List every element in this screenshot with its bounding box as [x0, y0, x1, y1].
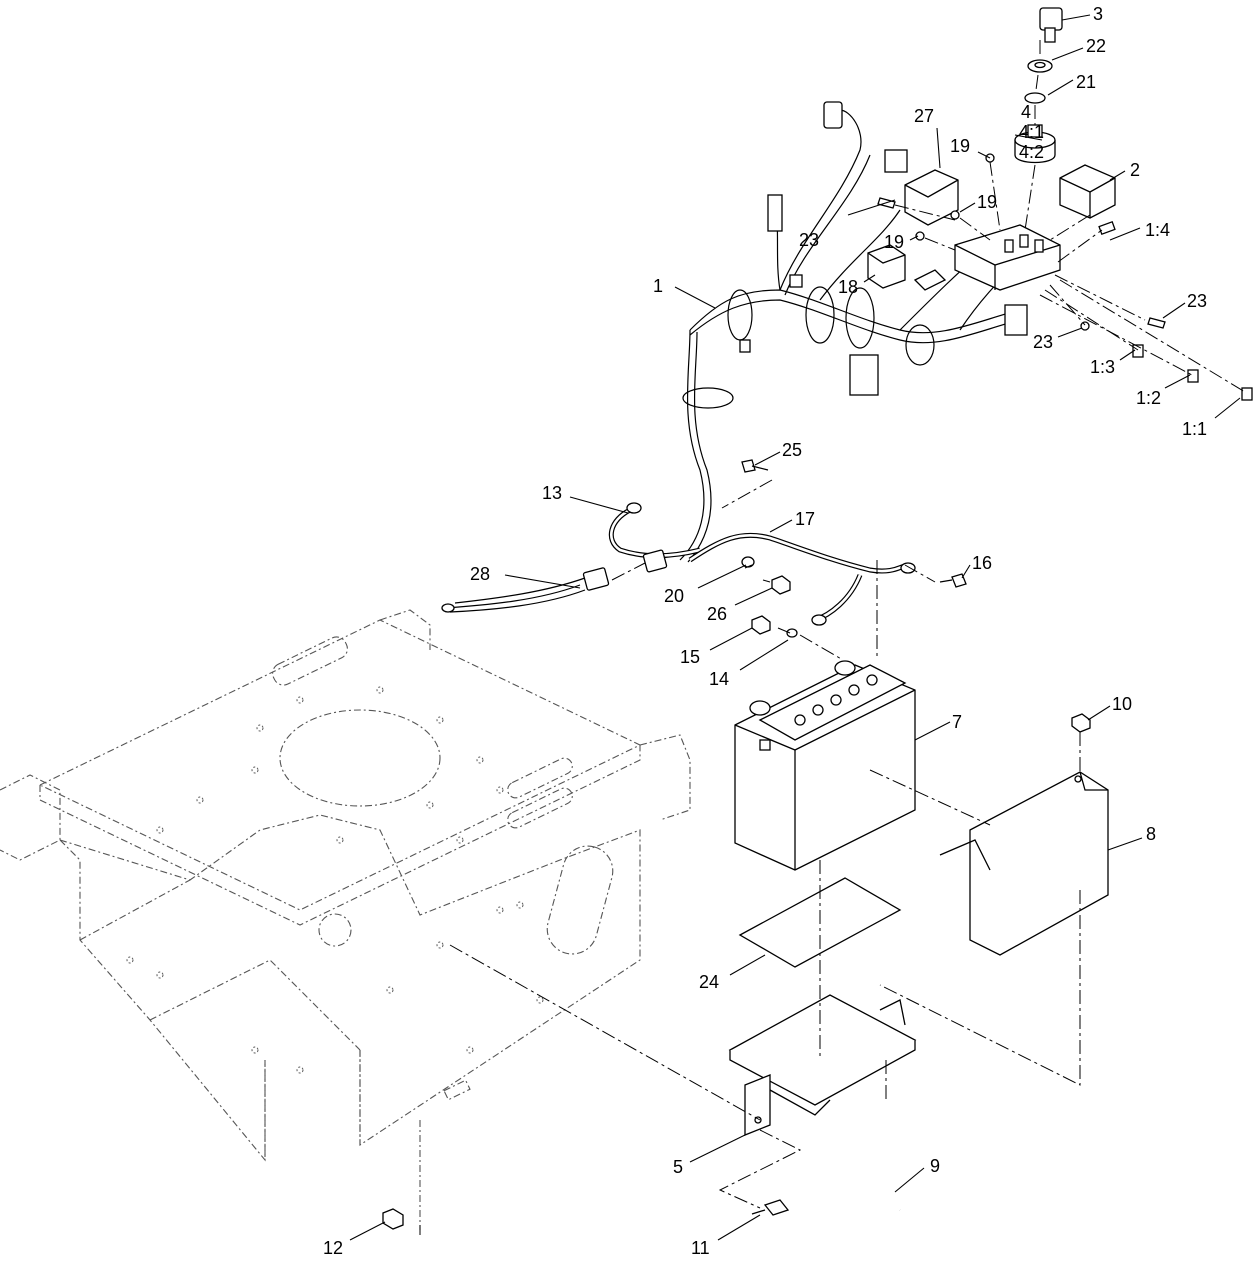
callout-5: 5 — [673, 1157, 683, 1177]
leader-lines — [349, 14, 1241, 1241]
callout-11: 11 — [691, 1238, 710, 1258]
hold-down-rod — [884, 1100, 901, 1211]
callout-4-1: 4:1 — [1019, 122, 1044, 142]
callout-19c: 19 — [884, 232, 904, 252]
callout-15: 15 — [680, 647, 700, 667]
callout-27: 27 — [914, 106, 934, 126]
bolt-16 — [939, 573, 967, 588]
hardware-nuts — [382, 556, 1091, 1230]
callout-20: 20 — [664, 586, 684, 606]
callout-1: 1 — [653, 276, 663, 296]
callout-7: 7 — [952, 712, 962, 732]
callout-26: 26 — [707, 604, 727, 624]
callout-24: 24 — [699, 972, 719, 992]
callout-18: 18 — [838, 277, 858, 297]
callout-23a: 23 — [799, 230, 819, 250]
battery-tray — [728, 994, 917, 1136]
callout-25: 25 — [782, 440, 802, 460]
callout-21: 21 — [1076, 72, 1096, 92]
callout-16: 16 — [972, 553, 992, 573]
ground-cable — [608, 502, 701, 559]
callout-19b: 19 — [977, 192, 997, 212]
connector-harness — [441, 549, 668, 613]
callout-labels: 3 22 21 4 4:1 4:2 27 19 19 19 2 23 1:4 1… — [323, 4, 1207, 1258]
bolt — [741, 459, 769, 473]
callout-9: 9 — [930, 1156, 940, 1176]
callout-28: 28 — [470, 564, 490, 584]
callout-23b: 23 — [1187, 291, 1207, 311]
module — [904, 169, 959, 226]
frame-ghost — [0, 609, 691, 1230]
battery — [734, 660, 916, 871]
callout-1-2: 1:2 — [1136, 388, 1161, 408]
callout-4-2: 4:2 — [1019, 142, 1044, 162]
ignition-switch — [1014, 124, 1056, 164]
ignition-key — [1039, 7, 1063, 43]
relay-2 — [1059, 164, 1116, 219]
callout-8: 8 — [1146, 824, 1156, 844]
callout-1-3: 1:3 — [1090, 357, 1115, 377]
callout-14: 14 — [709, 669, 729, 689]
alignment-lines — [419, 40, 1246, 1235]
wiring-harness — [679, 101, 1116, 563]
callout-12: 12 — [323, 1238, 343, 1258]
callout-2: 2 — [1130, 160, 1140, 180]
callout-22: 22 — [1086, 36, 1106, 56]
ignition-nut — [1027, 59, 1053, 73]
callout-4: 4 — [1021, 102, 1031, 122]
ignition-washer — [1024, 92, 1046, 104]
callout-3: 3 — [1093, 4, 1103, 24]
callout-17: 17 — [795, 509, 815, 529]
small-hardware — [877, 153, 1253, 401]
battery-cable — [688, 532, 916, 626]
callout-1-1: 1:1 — [1182, 419, 1207, 439]
callout-10: 10 — [1112, 694, 1132, 714]
callout-13: 13 — [542, 483, 562, 503]
hold-down-cover — [939, 771, 1109, 956]
callout-19a: 19 — [950, 136, 970, 156]
relay — [867, 244, 947, 291]
callout-1-4: 1:4 — [1145, 220, 1170, 240]
callout-23c: 23 — [1033, 332, 1053, 352]
